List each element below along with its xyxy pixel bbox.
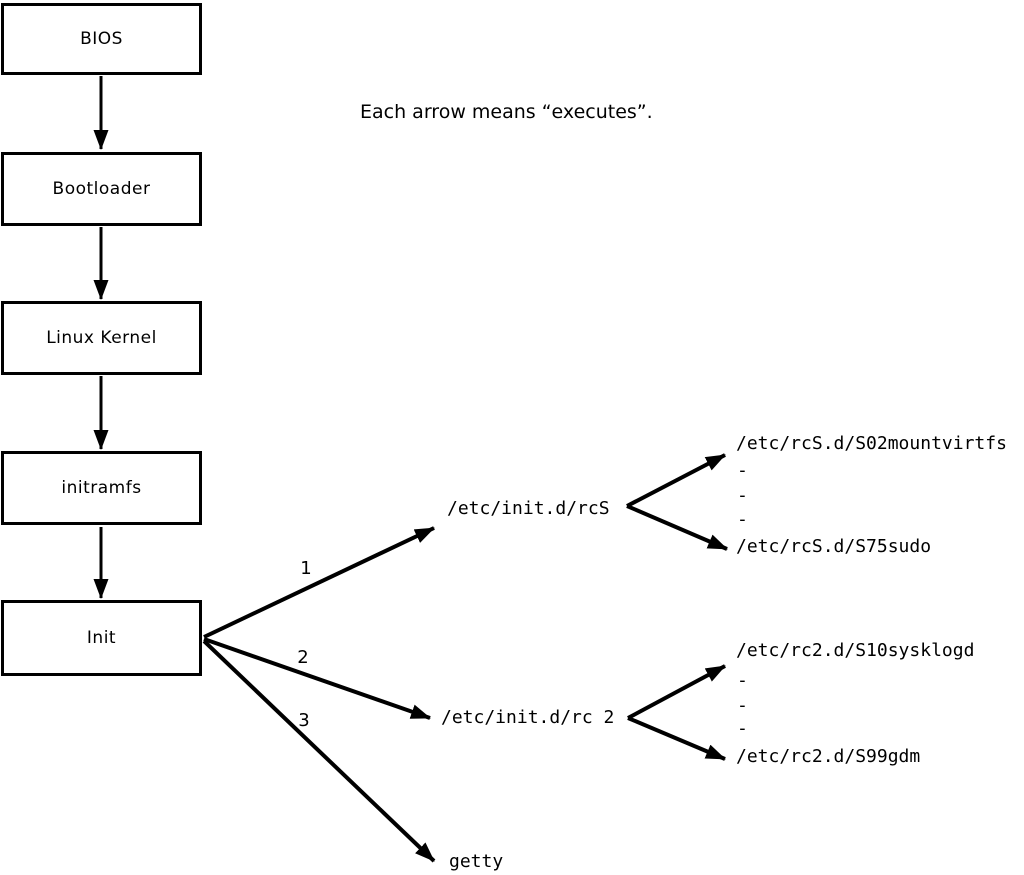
label-etc-init-d-rcS: /etc/init.d/rcS — [447, 498, 610, 519]
label-etc-init-d-rc2: /etc/init.d/rc 2 — [441, 707, 615, 728]
box-bootloader: Bootloader — [1, 152, 202, 226]
label-getty: getty — [449, 851, 504, 872]
box-bios: BIOS — [1, 3, 202, 75]
arrow-rcS-to-s75sudo — [626, 504, 728, 551]
edge-label-2: 2 — [297, 647, 309, 668]
label-rc2-ellipsis-1: - — [737, 670, 748, 691]
box-init-label: Init — [86, 628, 117, 648]
box-init: Init — [1, 600, 202, 676]
label-rcS-ellipsis-3: - — [737, 509, 748, 530]
arrow-rc2-to-s99gdm — [627, 716, 726, 761]
label-rc2-s99gdm: /etc/rc2.d/S99gdm — [736, 746, 921, 767]
label-rc2-ellipsis-3: - — [737, 718, 748, 739]
edge-label-3: 3 — [298, 710, 310, 731]
box-initramfs: initramfs — [1, 451, 202, 525]
arrow-rc2-to-s10sysklogd — [627, 664, 726, 720]
box-bios-label: BIOS — [80, 29, 123, 49]
box-initramfs-label: initramfs — [61, 478, 142, 498]
arrow-init-to-getty — [202, 639, 436, 863]
box-linux-kernel: Linux Kernel — [1, 301, 202, 375]
label-rcS-s75sudo: /etc/rcS.d/S75sudo — [736, 536, 932, 557]
label-rc2-ellipsis-2: - — [737, 695, 748, 716]
label-rc2-s10sysklogd: /etc/rc2.d/S10sysklogd — [736, 640, 975, 661]
edge-label-1: 1 — [300, 558, 312, 579]
arrow-rcS-to-s02mountvirtfs — [626, 453, 726, 508]
box-linux-kernel-label: Linux Kernel — [46, 328, 157, 348]
arrow-init-to-rcS — [203, 526, 435, 639]
label-rcS-s02mountvirtfs: /etc/rcS.d/S02mountvirtfs — [736, 433, 1007, 454]
arrow-init-to-rc2 — [203, 637, 431, 720]
label-rcS-ellipsis-2: - — [737, 485, 748, 506]
diagram-caption: Each arrow means “executes”. — [360, 101, 653, 123]
box-bootloader-label: Bootloader — [52, 179, 151, 199]
label-rcS-ellipsis-1: - — [737, 460, 748, 481]
